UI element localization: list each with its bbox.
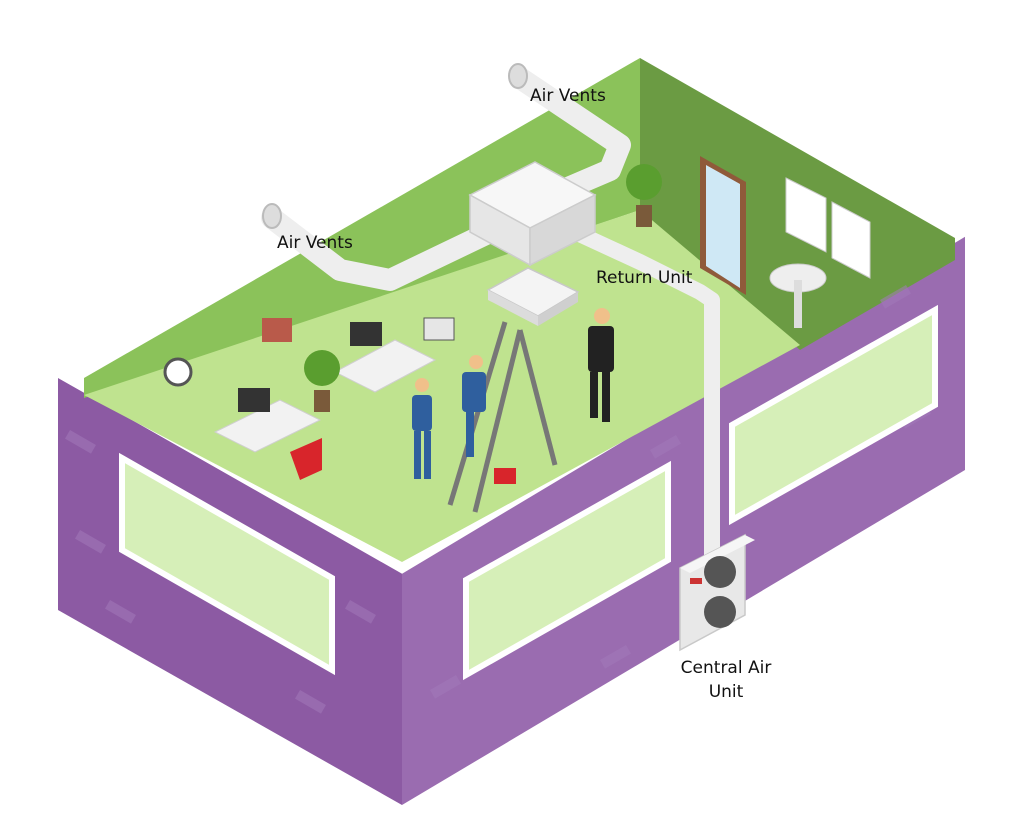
- computer-monitor-icon: [238, 388, 270, 412]
- air-vents-label-left: Air Vents: [277, 231, 353, 255]
- printer-icon: [424, 318, 454, 340]
- air-vents-label-top: Air Vents: [530, 84, 606, 108]
- air-vent-icon: [263, 204, 281, 228]
- central-air-unit-label: Central Air Unit: [676, 656, 776, 704]
- wall-clock-icon: [165, 359, 191, 385]
- computer-monitor-icon: [350, 322, 382, 346]
- bookshelf-icon: [262, 318, 292, 342]
- toolbox-icon: [494, 468, 516, 484]
- central-air-unit-label-line2: Unit: [676, 680, 776, 704]
- central-air-unit-label-line1: Central Air: [676, 656, 776, 680]
- plant-icon: [626, 164, 662, 200]
- return-unit-label: Return Unit: [596, 266, 692, 290]
- plant-icon: [304, 350, 340, 386]
- air-vent-icon: [509, 64, 527, 88]
